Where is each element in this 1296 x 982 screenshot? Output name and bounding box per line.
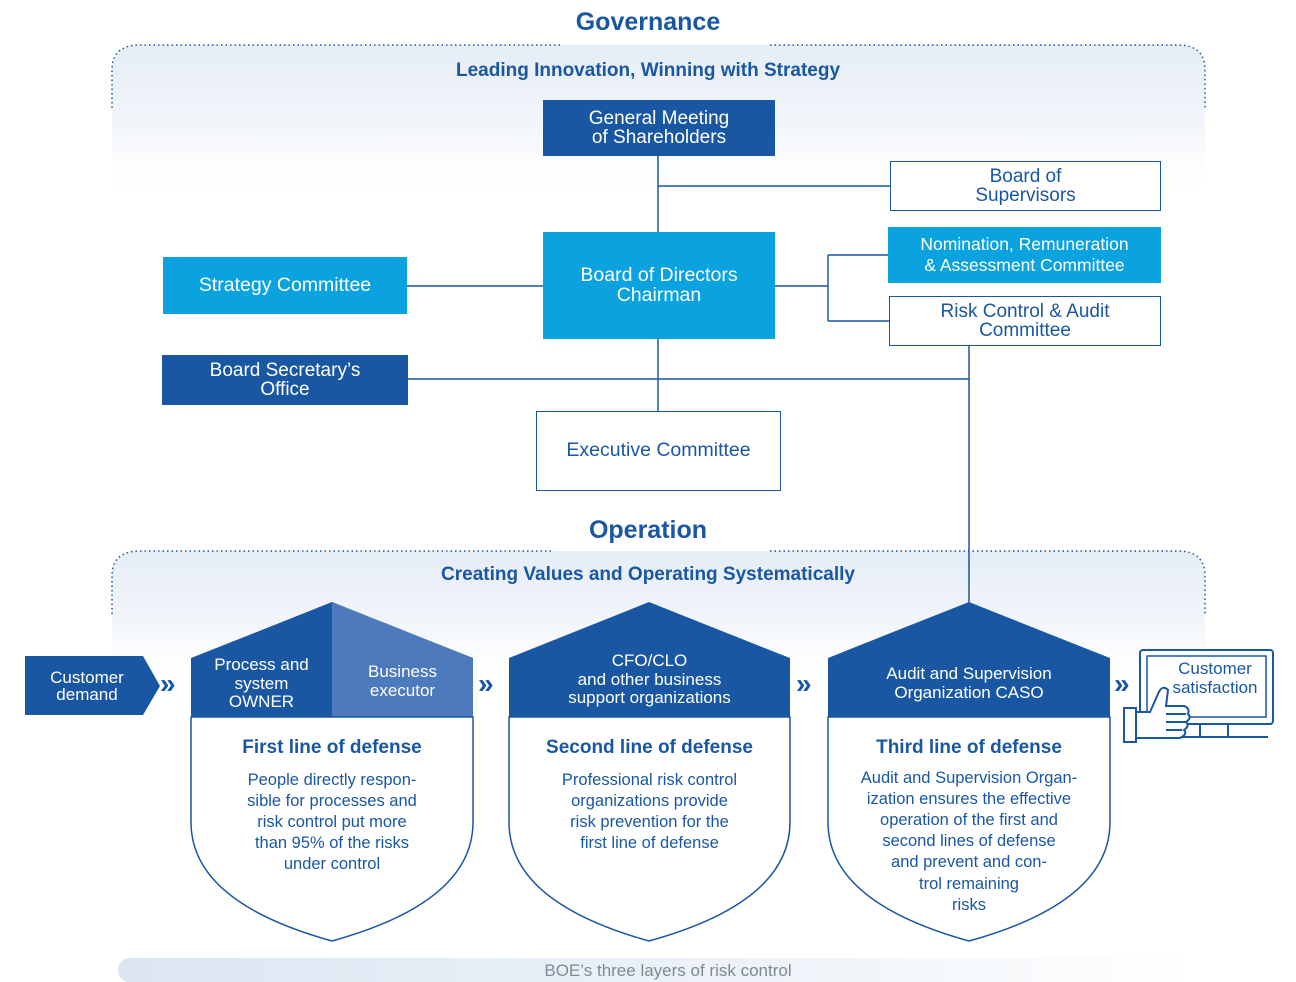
- board-secretary-box: Board Secretary’s Office: [162, 355, 408, 405]
- second-line-head-label: CFO/CLO and other business support organ…: [568, 651, 731, 708]
- nomination-committee-box: Nomination, Remuneration & Assessment Co…: [888, 227, 1161, 283]
- third-line-description: Audit and Supervision Organ- ization ens…: [860, 769, 1078, 914]
- footer-caption: BOE’s three layers of risk control: [544, 961, 792, 980]
- third-line-shield: [827, 602, 1111, 942]
- customer-satisfaction-label: Customer satisfaction: [1172, 659, 1258, 697]
- operation-subtitle: Creating Values and Operating Systematic…: [441, 564, 855, 585]
- governance-subtitle: Leading Innovation, Winning with Strateg…: [455, 60, 841, 81]
- third-line-title: Third line of defense: [876, 737, 1062, 758]
- second-line-title: Second line of defense: [546, 737, 753, 758]
- first-line-executor-label: Business executor: [368, 662, 437, 700]
- connectors: [406, 156, 970, 604]
- first-line-title: First line of defense: [242, 737, 422, 758]
- board-of-supervisors-box: Board of Supervisors: [890, 161, 1161, 211]
- strategy-committee-box: Strategy Committee: [163, 257, 407, 314]
- governance-title: Governance: [575, 8, 721, 36]
- first-line-owner-label: Process and system OWNER: [214, 655, 309, 712]
- first-line-shield: [190, 602, 474, 942]
- customer-demand-arrow: [25, 656, 160, 715]
- board-of-directors-box: Board of Directors Chairman: [543, 232, 775, 339]
- risk-control-committee-box: Risk Control & Audit Committee: [889, 296, 1161, 346]
- third-line-head-label: Audit and Supervision Organization CASO: [886, 664, 1052, 702]
- double-chevron-right-icon: »: [160, 668, 176, 699]
- second-line-description: Professional risk control organizations …: [561, 771, 738, 853]
- first-line-description: People directly respon- sible for proces…: [247, 771, 417, 874]
- operation-title: Operation: [588, 516, 708, 544]
- double-chevron-right-icon: »: [796, 668, 812, 699]
- footer-bar: [118, 958, 1198, 982]
- second-line-shield: [508, 602, 791, 942]
- general-meeting-box: General Meeting of Shareholders: [543, 100, 775, 156]
- customer-demand-label: Customer demand: [50, 667, 124, 704]
- double-chevron-right-icon: »: [1114, 668, 1130, 699]
- executive-committee-box: Executive Committee: [536, 411, 781, 491]
- double-chevron-right-icon: »: [478, 668, 494, 699]
- monitor-thumbs-up-icon: [1123, 649, 1274, 743]
